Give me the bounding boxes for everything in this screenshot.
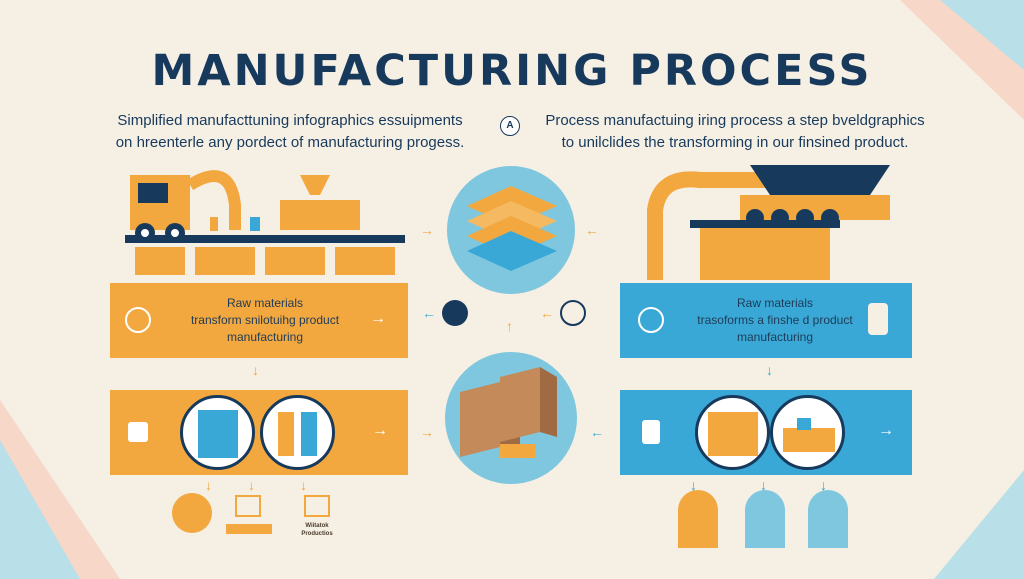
arrow-from-top-circle-icon: ← [585,222,599,238]
left-panel-arrow-icon: → [370,310,386,327]
arrow-to-bottom-circle-icon: → [420,424,434,440]
arrow-down-bottom-2-icon: ↓ [248,477,255,493]
left-lower-panel: → [110,390,408,475]
left-panel-line-1: Raw materials [226,296,304,310]
right-panel-text: Raw materials trasoforms a finshe d prod… [680,295,870,346]
arrow-down-bottom-1-icon: ↓ [205,477,212,493]
production-icon [304,495,330,517]
right-panel-line-3: manufacturing [736,330,814,344]
bottom-left-label-2-line-1: Wiitatok [305,523,329,529]
stacked-material-icon [467,186,557,271]
subtitle-right-line-2: to unilclides the transforming in our fi… [561,134,909,151]
document-icon [125,307,151,333]
subtitle-right: Process manufactuing iring process a ste… [545,110,925,154]
arrow-down-bottom-3-icon: ↓ [300,477,307,493]
machine-circle [770,395,845,470]
corner-decoration-bottom-right [934,470,1024,579]
subtitle-right-line-1: Process manufactuing iring process a ste… [545,112,925,129]
left-lower-arrow-icon: → [372,422,388,439]
subtitle-left-line-1: Simplified manufacttuning infographics e… [117,112,463,129]
subtitle-left: Simplified manufacttuning infographics e… [100,110,480,154]
arrow-down-right-icon: ↓ [766,362,773,378]
arrow-down-left-icon: ↓ [252,362,259,378]
arrow-down-bottom-5-icon: ↓ [760,477,767,493]
cylinder-icon [868,303,888,335]
grid-icon [560,300,586,326]
stack-icon [642,420,660,444]
blue-tank-circle [180,395,255,470]
product-icon [808,490,848,548]
right-panel-line-1: Raw materials [736,296,814,310]
factory-machine-left-illustration [125,170,405,275]
box-icon [638,307,664,333]
page-title: MANUFACTURING PROCESS [151,46,873,96]
robot-icon [745,490,785,548]
left-process-panel: Raw materials transform snilotuihg produ… [110,283,408,358]
bottom-left-label-1 [226,524,272,534]
center-bottom-circle [445,352,577,484]
corner-decoration-top-right [900,0,1024,120]
workstation-icon [235,495,261,517]
battery-circle [260,395,335,470]
pile-circle-icon [172,493,212,533]
right-lower-arrow-icon: → [878,422,894,439]
pile-icon [128,422,148,442]
left-panel-line-3: manufacturing [226,330,304,344]
arrow-from-bottom-circle-icon: ← [590,424,604,440]
bottom-left-label-2-line-2: Productios [301,531,333,537]
molecule-icon [442,300,468,326]
subtitle-left-line-2: on hreenterle any pordect of manufacturi… [115,134,465,151]
center-top-circle [447,166,575,294]
arrow-down-bottom-6-icon: ↓ [820,477,827,493]
left-panel-line-2: transform snilotuihg product [190,313,340,327]
arrow-down-bottom-4-icon: ↓ [690,477,697,493]
right-panel-line-2: trasoforms a finshe d product [697,313,853,327]
corner-decoration-bottom-left [0,400,120,579]
arrow-left-icon: ← [422,305,436,321]
center-badge: A [500,116,520,136]
bottom-left-label-2: Wiitatok Productios [292,522,342,538]
arrow-up-icon: ↑ [506,318,513,334]
arrow-to-top-circle-icon: → [420,222,434,238]
factory-machine-right-illustration [647,165,890,280]
left-panel-text: Raw materials transform snilotuihg produ… [170,295,360,346]
right-process-panel: Raw materials trasoforms a finshe d prod… [620,283,912,358]
right-lower-panel: → [620,390,912,475]
blocks-icon [460,367,557,458]
arrow-right-icon: ← [540,305,554,321]
assembly-circle [695,395,770,470]
storage-icon [678,490,718,548]
